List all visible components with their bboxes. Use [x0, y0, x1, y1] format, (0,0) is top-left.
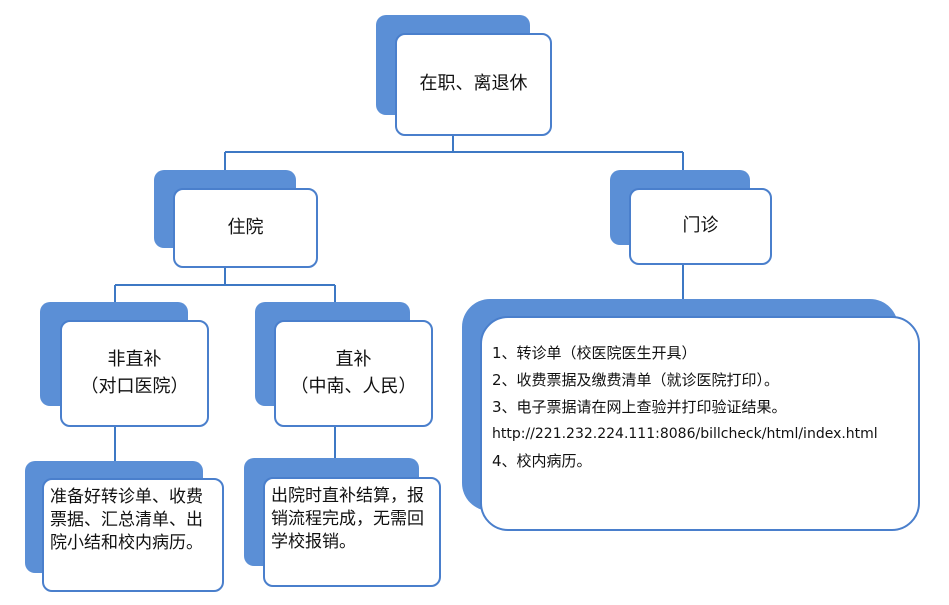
direct-node-title: 直补	[335, 349, 372, 371]
outpatient-item-campus-record: 4、校内病历。	[492, 452, 592, 470]
root-node: 在职、离退休	[395, 33, 552, 136]
outpatient-item-url[interactable]: http://221.232.224.111:8086/billcheck/ht…	[492, 426, 878, 442]
direct-node: 直补 （中南、人民）	[274, 320, 433, 427]
inpatient-node-label: 住院	[227, 216, 264, 238]
outpatient-item-e-invoice: 3、电子票据请在网上查验并打印验证结果。	[492, 398, 787, 416]
direct-detail-node: 出院时直补结算，报销流程完成，无需回学校报销。	[263, 477, 441, 587]
outpatient-detail-node: 1、转诊单（校医院医生开具） 2、收费票据及缴费清单（就诊医院打印）。 3、电子…	[480, 316, 920, 531]
non-direct-node-title: 非直补	[107, 349, 162, 371]
direct-detail-text: 出院时直补结算，报销流程完成，无需回学校报销。	[271, 486, 424, 552]
root-node-label: 在职、离退休	[419, 73, 528, 95]
inpatient-node: 住院	[173, 188, 318, 268]
non-direct-detail-text: 准备好转诊单、收费票据、汇总清单、出院小结和校内病历。	[50, 487, 203, 553]
outpatient-item-referral: 1、转诊单（校医院医生开具）	[492, 344, 697, 362]
outpatient-item-receipts: 2、收费票据及缴费清单（就诊医院打印）。	[492, 371, 780, 389]
non-direct-node-subtitle: （对口医院）	[80, 375, 189, 397]
outpatient-node: 门诊	[629, 188, 772, 265]
direct-node-subtitle: （中南、人民）	[290, 375, 417, 397]
non-direct-node: 非直补 （对口医院）	[60, 320, 209, 427]
outpatient-node-label: 门诊	[682, 215, 719, 237]
non-direct-detail-node: 准备好转诊单、收费票据、汇总清单、出院小结和校内病历。	[42, 478, 224, 592]
